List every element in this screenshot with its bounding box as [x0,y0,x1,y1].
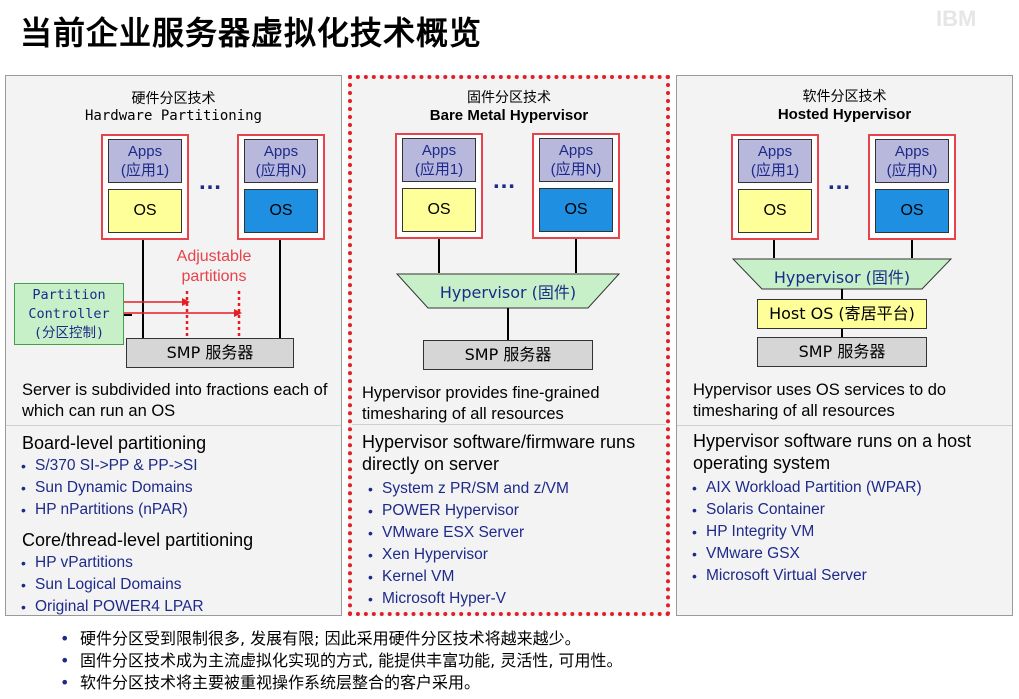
list-item: AIX Workload Partition (WPAR) [682,477,922,499]
software-heading: Hypervisor software runs on a host opera… [693,431,972,473]
ellipsis: … [827,168,853,195]
apps-box: Apps(应用1) [402,138,476,182]
note-item: 固件分区技术成为主流虚拟化实现的方式, 能提供丰富功能, 灵活性, 可用性。 [60,650,623,672]
list-item: Kernel VM [358,566,569,588]
note-item: 硬件分区受到限制很多, 发展有限; 因此采用硬件分区技术将越来越少。 [60,628,623,650]
connector [911,240,913,258]
ellipsis: … [198,168,224,195]
firmware-title-cn: 固件分区技术 [467,90,551,106]
apps-box: Apps(应用N) [875,139,949,183]
panel-firmware: 固件分区技术 Bare Metal Hypervisor Apps(应用1) O… [348,75,670,616]
hardware-title-en: Hardware Partitioning [84,108,262,124]
vm-box-n: Apps(应用N) OS [532,133,620,239]
os-box: OS [108,189,182,233]
software-list: AIX Workload Partition (WPAR) Solaris Co… [682,477,922,587]
hypervisor-label: Hypervisor (固件) [773,268,911,287]
hypervisor-trapezoid [396,273,620,309]
connector [507,308,509,341]
list-item: S/370 SI->PP & PP->SI [11,455,198,477]
list-item: HP nPartitions (nPAR) [11,499,198,521]
smp-server-box: SMP 服务器 [423,340,593,370]
firmware-description: Hypervisor provides fine-grained timesha… [362,384,600,423]
hardware-board-list: S/370 SI->PP & PP->SI Sun Dynamic Domain… [11,455,198,521]
connector [279,240,281,338]
hypervisor-trapezoid [732,258,952,290]
os-box: OS [738,189,812,233]
list-item: Microsoft Hyper-V [358,588,569,610]
hardware-heading-core: Core/thread-level partitioning [22,530,254,550]
connector [142,240,144,338]
list-item: VMware GSX [682,543,922,565]
os-box: OS [875,189,949,233]
os-box: OS [244,189,318,233]
logo-watermark: IBM [936,6,977,31]
vm-box-1: Apps(应用1) OS [731,134,819,240]
panel-software: 软件分区技术 Hosted Hypervisor Apps(应用1) OS … … [676,75,1013,616]
list-item: System z PR/SM and z/VM [358,478,569,500]
software-description: Hypervisor uses OS services to do timesh… [693,381,947,420]
panel-hardware-diagram: 硬件分区技术 Hardware Partitioning Apps(应用1) O… [6,76,341,426]
hardware-description: Server is subdivided into fractions each… [22,381,328,420]
ellipsis: … [492,167,518,194]
panel-hardware: 硬件分区技术 Hardware Partitioning Apps(应用1) O… [5,75,342,618]
connector [575,239,577,273]
list-item: Original POWER4 LPAR [11,596,204,618]
list-item: Sun Logical Domains [11,574,204,596]
hardware-core-list: HP vPartitions Sun Logical Domains Origi… [11,552,204,618]
vm-box-n: Apps(应用N) OS [868,134,956,240]
firmware-title-en: Bare Metal Hypervisor [429,107,589,124]
apps-box: Apps(应用1) [738,139,812,183]
apps-box: Apps(应用1) [108,139,182,183]
vm-box-n: Apps(应用N) OS [237,134,325,240]
os-box: OS [402,188,476,232]
smp-server-box: SMP 服务器 [126,338,294,368]
list-item: Solaris Container [682,499,922,521]
list-item: HP Integrity VM [682,521,922,543]
hypervisor-label: Hypervisor (固件) [439,283,577,302]
vm-box-1: Apps(应用1) OS [101,134,189,240]
list-item: HP vPartitions [11,552,204,574]
panel-firmware-diagram: 固件分区技术 Bare Metal Hypervisor Apps(应用1) O… [352,79,666,425]
apps-box: Apps(应用N) [539,138,613,182]
hardware-title-cn: 硬件分区技术 [131,91,216,107]
connector [773,240,775,258]
apps-box: Apps(应用N) [244,139,318,183]
os-box: OS [539,188,613,232]
note-item: 软件分区技术将主要被重视操作系统层整合的客户采用。 [60,672,623,694]
connector [841,329,843,338]
firmware-heading: Hypervisor software/firmware runs direct… [362,432,636,474]
list-item: Sun Dynamic Domains [11,477,198,499]
connector [124,314,132,316]
partition-controller-box: Partition Controller (分区控制) [14,283,124,345]
vm-box-1: Apps(应用1) OS [395,133,483,239]
software-title-cn: 软件分区技术 [802,89,887,105]
list-item: Microsoft Virtual Server [682,565,922,587]
connector [841,289,843,299]
page-title: 当前企业服务器虚拟化技术概览 [20,14,483,52]
hardware-heading-board: Board-level partitioning [22,433,207,453]
list-item: VMware ESX Server [358,522,569,544]
software-title-en: Hosted Hypervisor [777,106,912,123]
host-os-box: Host OS (寄居平台) [757,299,927,329]
summary-notes: 硬件分区受到限制很多, 发展有限; 因此采用硬件分区技术将越来越少。 固件分区技… [60,628,623,694]
list-item: Xen Hypervisor [358,544,569,566]
adjustable-partitions-label: Adjustable partitions [176,248,252,285]
list-item: POWER Hypervisor [358,500,569,522]
connector [438,239,440,273]
partition-arrows [124,291,242,338]
panel-software-diagram: 软件分区技术 Hosted Hypervisor Apps(应用1) OS … … [677,76,1012,426]
smp-server-box: SMP 服务器 [757,337,927,367]
firmware-list: System z PR/SM and z/VM POWER Hypervisor… [358,478,569,610]
